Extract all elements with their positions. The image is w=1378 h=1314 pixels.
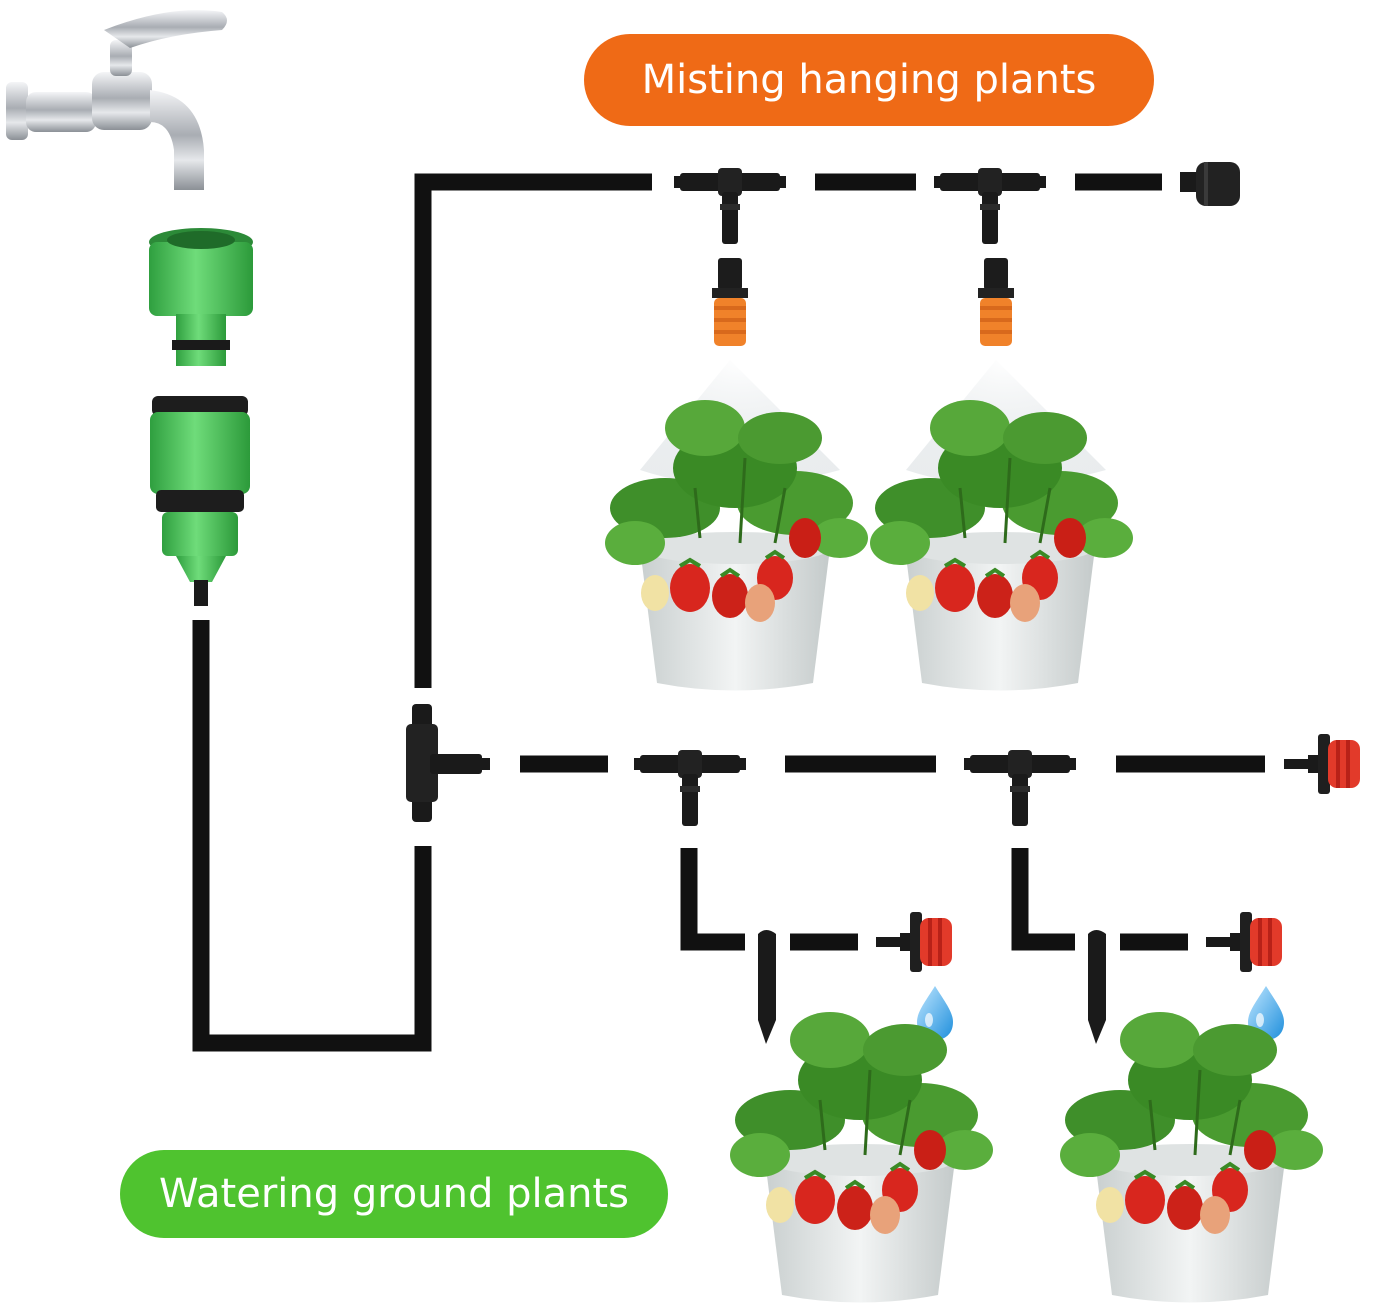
- tee-connector-icon: [964, 750, 1076, 826]
- quick-coupler-icon: [150, 396, 250, 606]
- hose-connector-icon: [149, 228, 253, 366]
- strawberry-pot-icon: [603, 398, 870, 693]
- dripper-icon: [1284, 734, 1360, 794]
- tee-connector-icon: [674, 168, 786, 244]
- watering-label: Watering ground plants: [120, 1150, 668, 1238]
- misting-label: Misting hanging plants: [584, 34, 1154, 126]
- faucet-icon: [6, 10, 227, 190]
- tee-connector-icon: [634, 750, 746, 826]
- tee-connector-icon: [406, 704, 490, 822]
- dripper-icon: [876, 912, 952, 972]
- end-plug-icon: [1180, 162, 1240, 206]
- main-tubing: [192, 173, 1265, 1052]
- strawberry-pot-icon: [868, 398, 1135, 693]
- misting-branch: [603, 162, 1240, 693]
- dripper-icon: [1206, 912, 1282, 972]
- stake-icon: [758, 930, 776, 1044]
- mist-nozzle-icon: [978, 258, 1014, 346]
- tee-connector-icon: [934, 168, 1046, 244]
- stake-icon: [1088, 930, 1106, 1044]
- watering-branch: [406, 704, 1360, 1305]
- strawberry-pot-icon: [728, 1010, 995, 1305]
- strawberry-pot-icon: [1058, 1010, 1325, 1305]
- mist-nozzle-icon: [712, 258, 748, 346]
